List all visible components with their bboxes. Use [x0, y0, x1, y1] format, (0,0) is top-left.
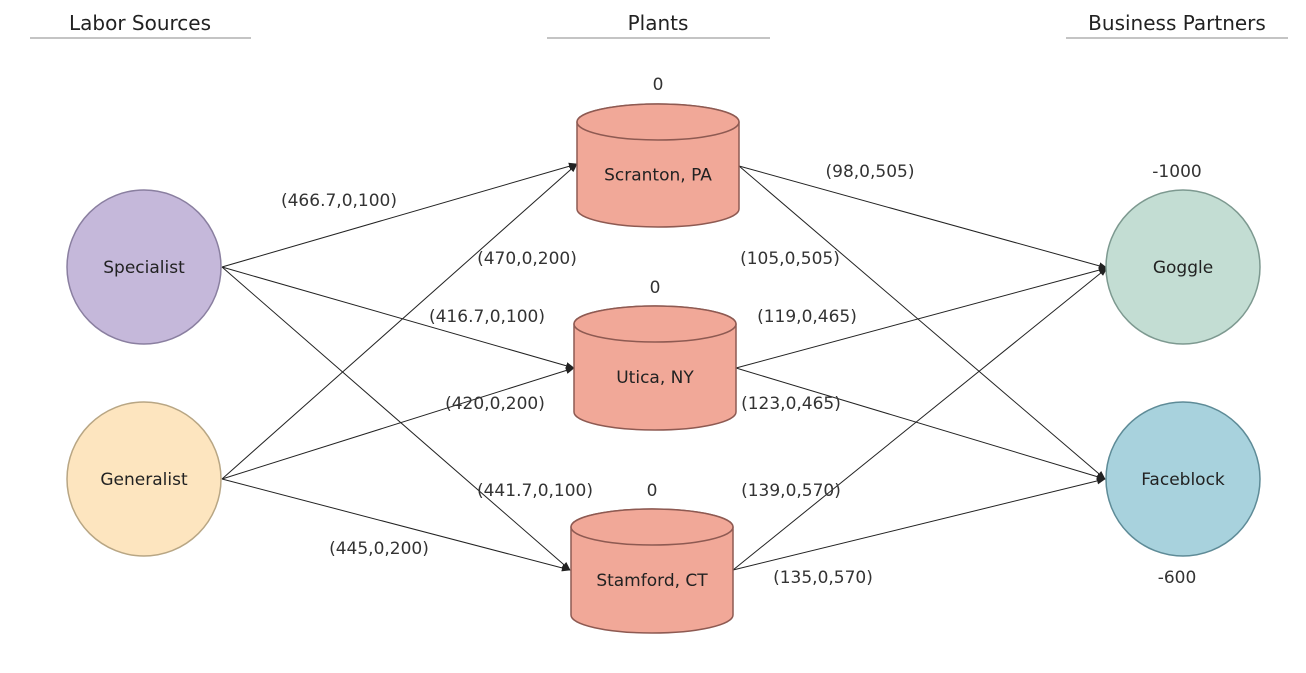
plant-node-stamford: Stamford, CT 0 [570, 481, 734, 634]
edge-label-stamford-faceblock: (135,0,570) [773, 568, 873, 588]
edge-label-specialist-stamford: (441.7,0,100) [477, 481, 593, 501]
header-labor-sources-text: Labor Sources [69, 11, 211, 35]
plant-node-utica: Utica, NY 0 [573, 278, 737, 431]
edges-layer [221, 162, 1108, 572]
plant-supply-value: 0 [653, 75, 664, 95]
edge-label-utica-goggle: (119,0,465) [757, 307, 857, 327]
partner-node-goggle: Goggle -1000 [1105, 162, 1261, 345]
edge-label-stamford-goggle: (139,0,570) [741, 481, 841, 501]
plant-cylinder-top [576, 103, 740, 141]
edge-stamford-faceblock [732, 477, 1106, 571]
plant-node-scranton: Scranton, PA 0 [576, 75, 740, 228]
partner-demand-value: -1000 [1152, 162, 1201, 182]
labor-circle [66, 189, 222, 345]
plant-supply-value: 0 [650, 278, 661, 298]
plant-cylinder-top [573, 305, 737, 343]
edge-utica-goggle [735, 266, 1108, 369]
partner-label: Goggle [1153, 258, 1213, 278]
edge-specialist-utica [221, 266, 575, 370]
edge-specialist-scranton [221, 162, 578, 268]
edge-specialist-stamford [221, 266, 571, 571]
header-plants: Plants [547, 11, 770, 39]
edge-label-scranton-faceblock: (105,0,505) [740, 249, 840, 269]
header-labor-sources: Labor Sources [30, 11, 251, 39]
plant-label: Stamford, CT [596, 571, 708, 591]
edge-generalist-utica [221, 367, 575, 480]
plant-cylinder-top [570, 508, 734, 546]
labor-node-specialist: Specialist [66, 189, 222, 345]
header-business-partners-text: Business Partners [1088, 11, 1266, 35]
edge-label-utica-faceblock: (123,0,465) [741, 394, 841, 414]
edge-label-generalist-stamford: (445,0,200) [329, 539, 429, 559]
edge-stamford-goggle [732, 267, 1108, 571]
partner-node-faceblock: Faceblock -600 [1105, 401, 1261, 588]
plant-label: Utica, NY [616, 368, 694, 388]
header-business-partners: Business Partners [1066, 11, 1288, 39]
labor-node-generalist: Generalist [66, 401, 222, 557]
header-plants-text: Plants [628, 11, 689, 35]
plant-label: Scranton, PA [604, 166, 712, 186]
edge-utica-faceblock [735, 367, 1106, 481]
edge-label-scranton-goggle: (98,0,505) [826, 162, 915, 182]
partner-demand-value: -600 [1158, 568, 1197, 588]
labor-label: Generalist [100, 470, 188, 490]
edge-label-generalist-utica: (420,0,200) [445, 394, 545, 414]
labor-circle [66, 401, 222, 557]
edge-label-generalist-scranton: (470,0,200) [477, 249, 577, 269]
edge-label-specialist-utica: (416.7,0,100) [429, 307, 545, 327]
edge-generalist-scranton [221, 163, 578, 480]
edge-generalist-stamford [221, 478, 571, 572]
edge-scranton-faceblock [738, 165, 1106, 480]
partner-circle [1105, 189, 1261, 345]
plant-supply-value: 0 [647, 481, 658, 501]
partner-circle [1105, 401, 1261, 557]
edge-labels-layer: (466.7,0,100) (416.7,0,100) (441.7,0,100) (… [281, 162, 914, 588]
labor-label: Specialist [103, 258, 185, 278]
edge-scranton-goggle [738, 165, 1108, 270]
edge-label-specialist-scranton: (466.7,0,100) [281, 191, 397, 211]
partner-label: Faceblock [1141, 470, 1225, 490]
